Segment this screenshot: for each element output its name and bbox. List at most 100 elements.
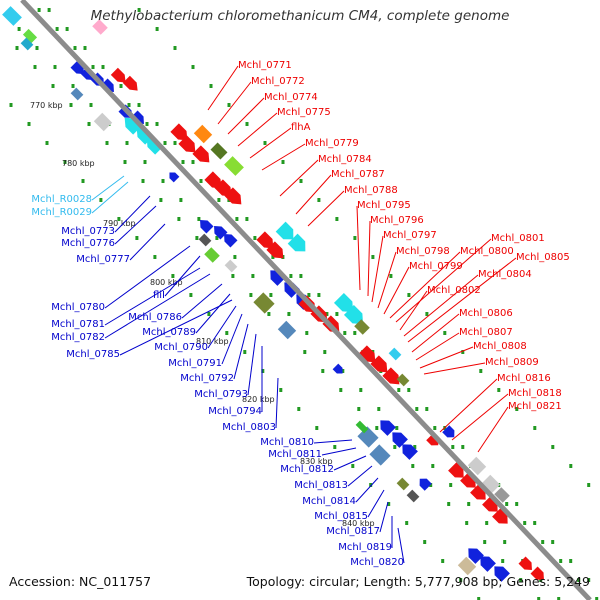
gene-label[interactable]: Mchl_0775 — [277, 107, 331, 118]
gene-label[interactable]: Mchl_0818 — [508, 388, 562, 399]
track-dot — [317, 293, 321, 297]
reverse-gene-arrow — [419, 478, 432, 491]
track-dot — [477, 597, 481, 600]
gene-label[interactable]: Mchl_0816 — [497, 373, 551, 384]
track-dot — [99, 198, 103, 202]
gene-label[interactable]: Mchl_0793 — [194, 389, 248, 400]
gene-label[interactable]: Mchl_0779 — [305, 138, 359, 149]
gene-label[interactable]: Mchl_0815 — [314, 511, 368, 522]
gene-label[interactable]: Mchl_0772 — [251, 76, 305, 87]
leader-line — [295, 174, 332, 215]
gene-label[interactable]: Mchl_0776 — [61, 238, 115, 249]
track-dot — [537, 597, 541, 600]
gene-label[interactable]: Mchl_0805 — [516, 252, 570, 263]
gene-label[interactable]: Mchl_0821 — [508, 401, 562, 412]
gene-label[interactable]: Mchl_0777 — [76, 254, 130, 265]
gene-label[interactable]: Mchl_0784 — [318, 154, 372, 165]
track-dot — [541, 540, 545, 544]
gene-block — [198, 233, 212, 247]
gene-label[interactable]: Mchl_0792 — [180, 373, 234, 384]
gene-label[interactable]: Mchl_0812 — [280, 464, 334, 475]
track-dot — [467, 502, 471, 506]
gene-label[interactable]: Mchl_0807 — [459, 327, 513, 338]
track-dot — [595, 597, 599, 600]
track-dot — [559, 559, 563, 563]
gene-label[interactable]: Mchl_0781 — [51, 319, 105, 330]
leader-line — [164, 255, 201, 297]
track-dot — [91, 65, 95, 69]
track-dot — [369, 483, 373, 487]
gene-label[interactable]: Mchl_0789 — [142, 327, 196, 338]
gene-label[interactable]: Mchl_0780 — [51, 302, 105, 313]
gene-label[interactable]: Mchl_0802 — [427, 285, 481, 296]
gene-label[interactable]: Mchl_0817 — [326, 526, 380, 537]
track-dot — [27, 122, 31, 126]
gene-label[interactable]: Mchl_0814 — [302, 496, 356, 507]
track-dot — [153, 255, 157, 259]
forward-gene-arrow — [122, 75, 138, 91]
forward-gene-arrow — [343, 304, 364, 325]
gene-label[interactable]: Mchl_0796 — [370, 215, 424, 226]
scale-label: 840 kbp — [342, 519, 375, 528]
track-dot — [69, 103, 73, 107]
gene-block — [93, 112, 113, 132]
gene-label[interactable]: Mchl_R0028 — [31, 194, 92, 205]
gene-label[interactable]: Mchl_0800 — [460, 246, 514, 257]
gene-label[interactable]: Mchl_0782 — [51, 332, 105, 343]
gene-label[interactable]: Mchl_R0029 — [31, 207, 92, 218]
track-dot — [551, 540, 555, 544]
gene-label[interactable]: Mchl_0810 — [260, 437, 314, 448]
gene-label[interactable]: Mchl_0806 — [459, 308, 513, 319]
track-dot — [191, 160, 195, 164]
gene-label[interactable]: Mchl_0804 — [478, 269, 532, 280]
gene-label[interactable]: Mchl_0771 — [238, 60, 292, 71]
scale-label: 800 kbp — [150, 278, 183, 287]
gene-label[interactable]: Mchl_0809 — [485, 357, 539, 368]
track-dot — [141, 179, 145, 183]
reverse-gene-arrow — [332, 363, 343, 374]
gene-label[interactable]: Mchl_0787 — [331, 169, 385, 180]
map-title: Methylobacterium chloromethanicum CM4, c… — [90, 8, 510, 24]
gene-label[interactable]: Mchl_0794 — [208, 406, 262, 417]
gene-label[interactable]: Mchl_0798 — [396, 246, 450, 257]
gene-block — [210, 142, 228, 160]
gene-label[interactable]: flhA — [291, 122, 311, 133]
gene-label[interactable]: Mchl_0820 — [350, 557, 404, 568]
gene-block — [193, 124, 213, 144]
gene-label[interactable]: Mchl_0788 — [344, 185, 398, 196]
gene-label[interactable]: Mchl_0785 — [66, 349, 120, 360]
gene-block — [354, 319, 370, 335]
track-dot — [411, 464, 415, 468]
forward-gene-arrow — [530, 566, 544, 580]
track-dot — [569, 464, 573, 468]
forward-gene-arrow — [382, 367, 400, 385]
gene-label[interactable]: Mchl_0813 — [294, 480, 348, 491]
track-dot — [209, 84, 213, 88]
gene-label[interactable]: fliI — [153, 290, 165, 301]
gene-label[interactable]: Mchl_0808 — [473, 341, 527, 352]
track-dot — [101, 65, 105, 69]
track-dot — [37, 8, 41, 12]
gene-label[interactable]: Mchl_0811 — [268, 449, 322, 460]
track-dot — [447, 502, 451, 506]
gene-label[interactable]: Mchl_0797 — [383, 230, 437, 241]
gene-label[interactable]: Mchl_0790 — [154, 342, 208, 353]
leader-line — [104, 267, 201, 326]
gene-label[interactable]: Mchl_0774 — [264, 92, 318, 103]
gene-label[interactable]: Mchl_0803 — [222, 422, 276, 433]
gene-label[interactable]: Mchl_0799 — [409, 261, 463, 272]
gene-label[interactable]: Mchl_0801 — [491, 233, 545, 244]
track-dot — [299, 274, 303, 278]
gene-block — [388, 347, 402, 361]
track-dot — [307, 293, 311, 297]
track-dot — [261, 369, 265, 373]
gene-label[interactable]: Mchl_0773 — [61, 226, 115, 237]
gene-label[interactable]: Mchl_0786 — [128, 312, 182, 323]
gene-label[interactable]: Mchl_0795 — [357, 200, 411, 211]
gene-label[interactable]: Mchl_0819 — [338, 542, 392, 553]
gene-label[interactable]: Mchl_0791 — [168, 358, 222, 369]
track-dot — [505, 502, 509, 506]
track-dot — [299, 179, 303, 183]
leader-line — [195, 293, 231, 334]
track-dot — [45, 141, 49, 145]
